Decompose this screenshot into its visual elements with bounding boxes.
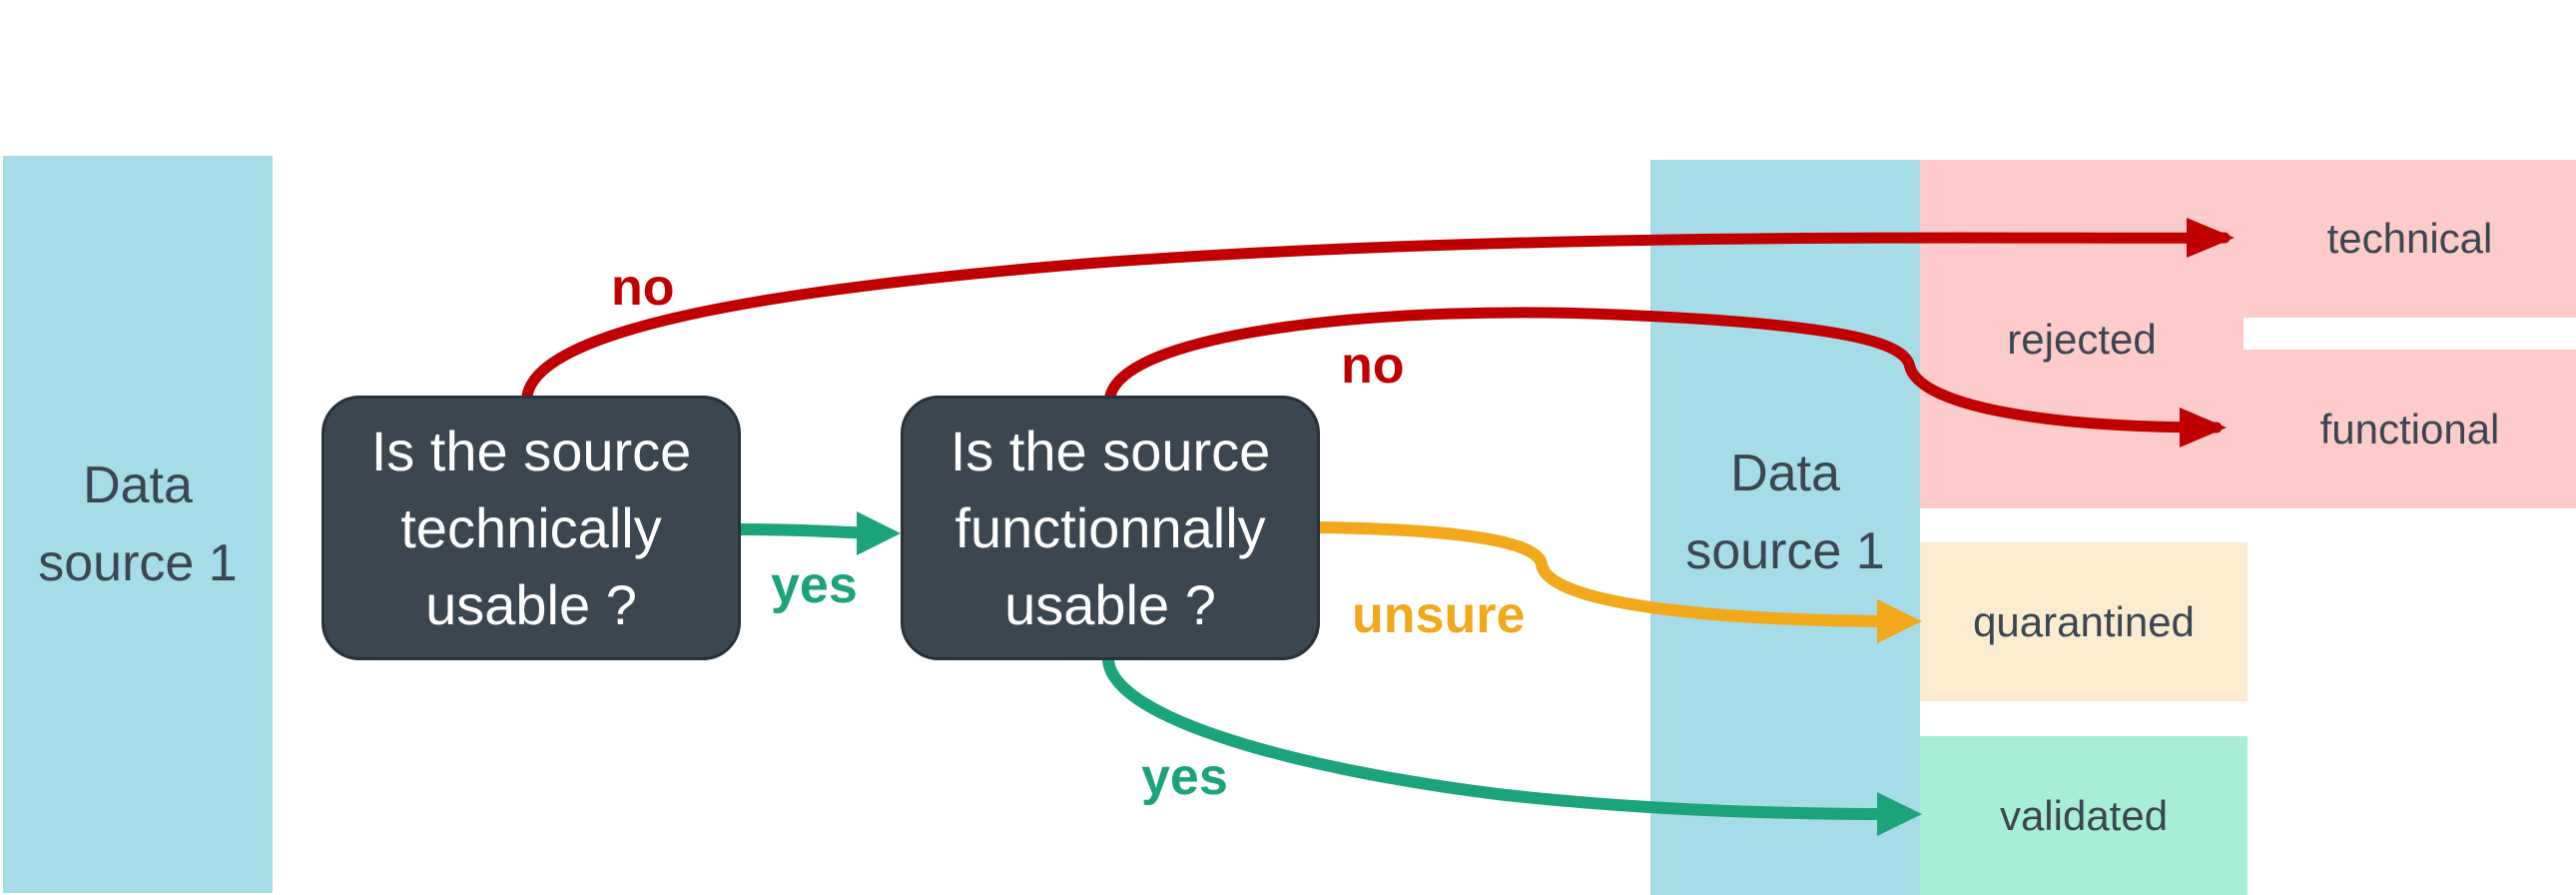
question-technical-line3: usable ? [425,573,637,636]
data-source-right-line2: source 1 [1685,522,1885,580]
arrowhead-functional [2180,408,2227,448]
arrowhead-yes-functional [1877,792,1922,836]
data-source-left-line1: Data [83,456,193,514]
outcome-quarantined: quarantined [1920,542,2248,701]
question-functional: Is the source functionnally usable ? [901,396,1320,660]
data-source-right-line1: Data [1730,445,1840,502]
rejected-gap [2244,318,2576,350]
outcome-functional-label: functional [2319,405,2500,452]
question-technical-line2: technically [400,496,662,559]
question-functional-line1: Is the source [950,420,1271,482]
data-source-left: Data source 1 [3,156,273,893]
label-unsure: unsure [1352,586,1526,644]
outcome-validated-label: validated [1999,791,2169,839]
question-technical-line1: Is the source [370,420,692,482]
edge-unsure [1314,521,1901,627]
outcome-functional: functional [2244,350,2576,508]
label-no-technical: no [611,259,675,317]
outcome-validated: validated [1920,736,2248,895]
outcome-quarantined-label: quarantined [1973,597,2195,645]
edge-yes-technical [735,523,877,539]
outcome-technical: technical [2244,160,2576,318]
outcome-rejected: rejected [1920,300,2244,380]
arrowhead-unsure [1877,599,1922,643]
question-functional-line2: functionnally [955,496,1266,559]
data-source-left-line2: source 1 [38,534,238,592]
label-yes-functional: yes [1141,748,1228,806]
arrowhead-technical [2187,218,2235,258]
data-source-right: Data source 1 [1650,160,1920,895]
label-yes-technical: yes [771,556,858,614]
outcome-rejected-label: rejected [2007,316,2157,363]
edge-yes-functional [1102,654,1901,820]
question-functional-line3: usable ? [1004,573,1216,636]
edge-no-functional [1104,307,2223,434]
label-no-functional: no [1341,337,1405,395]
outcome-technical-label: technical [2326,215,2493,262]
arrowhead-yes-technical [857,511,901,555]
question-technical: Is the source technically usable ? [322,396,741,660]
edge-no-technical [521,232,2231,402]
